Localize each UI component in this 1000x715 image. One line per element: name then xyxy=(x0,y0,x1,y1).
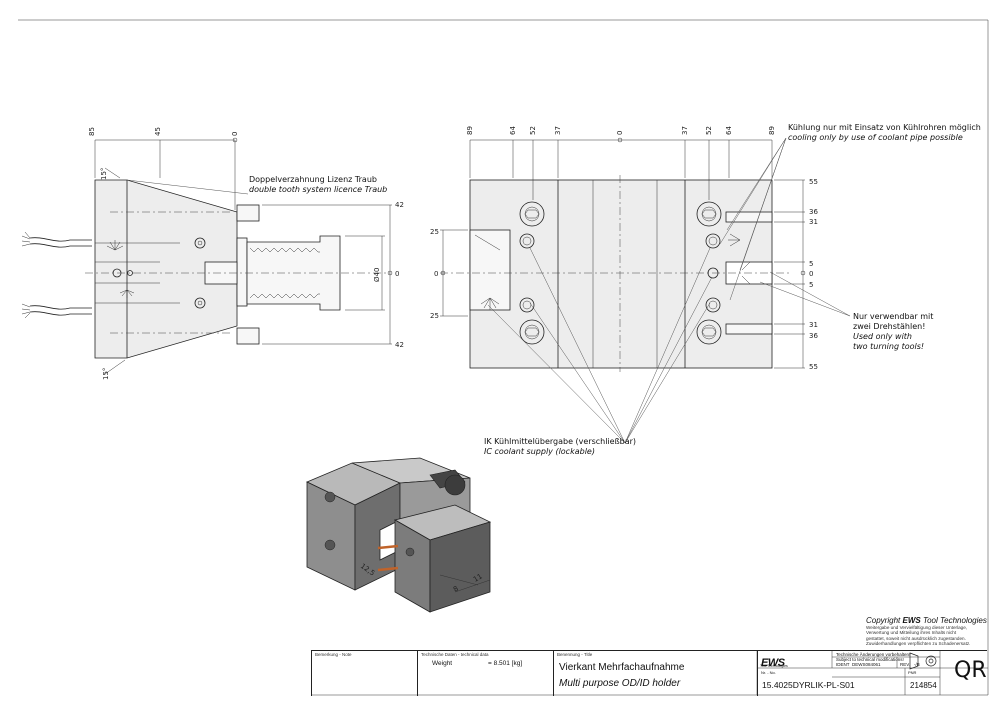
iso-dim-11: 11 xyxy=(472,572,484,583)
title-block: Bemerkung - Note Technische Daten - tech… xyxy=(311,650,987,696)
note-cooling-en: cooling only by use of coolant pipe poss… xyxy=(788,133,963,142)
pnr-label: PNR xyxy=(908,670,917,675)
front-dim-right-8: 36 xyxy=(809,332,818,340)
front-dim-top-7: 52 xyxy=(705,126,713,135)
nr-label: Nr. - No. xyxy=(761,670,776,675)
tech-data-label: Technische Daten - technical data xyxy=(421,652,489,657)
front-dim-right-9: 55 xyxy=(809,363,818,371)
title-block-lines xyxy=(756,650,988,695)
note-ic-coolant-de: IK Kühlmittelübergabe (verschließbar) xyxy=(484,437,637,446)
title-block-name: Benennung - Title Vierkant Mehrfachaufna… xyxy=(553,651,758,696)
front-dim-left-2: 0 xyxy=(434,270,438,278)
dim-top-85: 85 xyxy=(88,127,96,136)
front-dim-top-5: 0 xyxy=(616,131,624,135)
copyright-line-1: Weitergabe und Vervielfältigung dieser U… xyxy=(866,625,968,630)
pnr-value: 214854 xyxy=(910,681,937,690)
copyright-notice: Copyright EWS Tool Technologies Weiterga… xyxy=(866,616,991,646)
side-view: 85 45 0 42 0 42 Ø40 15° 15° xyxy=(21,127,404,380)
dim-top-45: 45 xyxy=(154,127,162,136)
copyright-line-3: gestattet, soweit nicht ausdrücklich zug… xyxy=(866,635,966,641)
note-two-tools-en-2: two turning tools! xyxy=(853,342,925,351)
copyright-line-4: Zuwiderhandlungen verpflichten zu Schade… xyxy=(866,640,971,646)
part-number: 15.4025DYRLIK-PL-S01 xyxy=(762,680,855,690)
coolant-hose-upper xyxy=(21,231,92,248)
front-dim-right-6: 5 xyxy=(809,281,813,289)
front-dim-top-6: 37 xyxy=(681,126,689,135)
weight-value: = 8.501 [kg] xyxy=(488,660,523,667)
angle-bottom: 15° xyxy=(102,368,110,380)
title-de: Vierkant Mehrfachaufnahme xyxy=(559,662,685,673)
dim-right-0: 0 xyxy=(395,270,399,278)
copyright-brand: EWS xyxy=(902,616,921,625)
note-double-tooth-en: double tooth system licence Traub xyxy=(249,185,388,194)
front-dim-right-3: 31 xyxy=(809,218,818,226)
logo-sub: Tool Technologies xyxy=(760,664,788,668)
note-two-tools-en-1: Used only with xyxy=(853,332,913,341)
front-dim-top-9: 89 xyxy=(768,126,776,135)
changes-de: Technische Änderungen vorbehalten! xyxy=(836,652,911,657)
dim-top-0: 0 xyxy=(231,132,239,136)
note-double-tooth-de: Doppelverzahnung Lizenz Traub xyxy=(249,175,377,184)
front-dim-top-3: 52 xyxy=(529,126,537,135)
rev-label: REV. xyxy=(900,662,911,667)
front-dim-top-4: 37 xyxy=(554,126,562,135)
dim-right-42-top: 42 xyxy=(395,201,404,209)
front-bolts xyxy=(519,201,722,345)
name-label: Benennung - Title xyxy=(557,652,593,657)
title-block-tech-data: Technische Daten - technical data Weight… xyxy=(417,651,554,696)
front-dim-top-2: 64 xyxy=(509,126,517,135)
note-two-tools-de-2: zwei Drehstählen! xyxy=(853,322,926,331)
front-dim-right-2: 36 xyxy=(809,208,818,216)
front-dim-right-1: 55 xyxy=(809,178,818,186)
ident-value: DEWS084061 xyxy=(852,662,881,667)
projection-symbol-icon xyxy=(909,652,937,670)
front-dim-right-7: 31 xyxy=(809,321,818,329)
front-dim-right-5: 0 xyxy=(809,270,813,278)
note-two-tools: Nur verwendbar mit zwei Drehstählen! Use… xyxy=(853,312,933,352)
angle-top: 15° xyxy=(100,168,108,180)
ews-logo: EWS xyxy=(761,657,785,669)
note-two-tools-de-1: Nur verwendbar mit xyxy=(853,312,934,321)
copyright-heading: Copyright EWS Tool Technologies xyxy=(866,616,987,625)
note-ic-coolant-en: IC coolant supply (lockable) xyxy=(484,447,595,456)
note-cooling-de: Kühlung nur mit Einsatz von Kühlrohren m… xyxy=(788,123,981,132)
ident-label: IDENT xyxy=(836,662,850,667)
copyright-line-2: Verwertung und Mitteilung ihres Inhalts … xyxy=(866,630,957,636)
weight-label: Weight xyxy=(432,660,453,667)
front-view: 89 64 52 37 0 37 52 64 89 55 36 31 5 0 5… xyxy=(430,126,851,444)
iso-dim-8: 8 xyxy=(452,585,460,594)
remark-label: Bemerkung - Note xyxy=(315,652,352,657)
note-ic-coolant: IK Kühlmittelübergabe (verschließbar) IC… xyxy=(484,437,636,457)
changes-en: Subject to technical modifications! xyxy=(836,657,904,662)
note-cooling: Kühlung nur mit Einsatz von Kühlrohren m… xyxy=(788,123,981,143)
title-block-remark: Bemerkung - Note xyxy=(311,651,418,696)
front-dim-top-1: 89 xyxy=(466,126,474,135)
dim-right-42-bottom: 42 xyxy=(395,341,404,349)
front-dim-left-3: 25 xyxy=(430,312,439,320)
front-dim-left-1: 25 xyxy=(430,228,439,236)
isometric-view: 12,5 8 11 xyxy=(306,457,492,613)
title-en: Multi purpose OD/ID holder xyxy=(559,678,681,689)
front-dim-top-8: 64 xyxy=(725,126,733,135)
front-dim-right-4: 5 xyxy=(809,260,813,268)
qr-label: QR xyxy=(954,658,987,683)
title-block-right: EWS Tool Technologies Technische Änderun… xyxy=(757,651,988,696)
note-double-tooth-system: Doppelverzahnung Lizenz Traub double too… xyxy=(249,175,387,195)
dim-diameter-40: Ø40 xyxy=(373,268,381,282)
coolant-hose-lower xyxy=(21,303,92,319)
rev-value: -/B xyxy=(914,662,920,667)
